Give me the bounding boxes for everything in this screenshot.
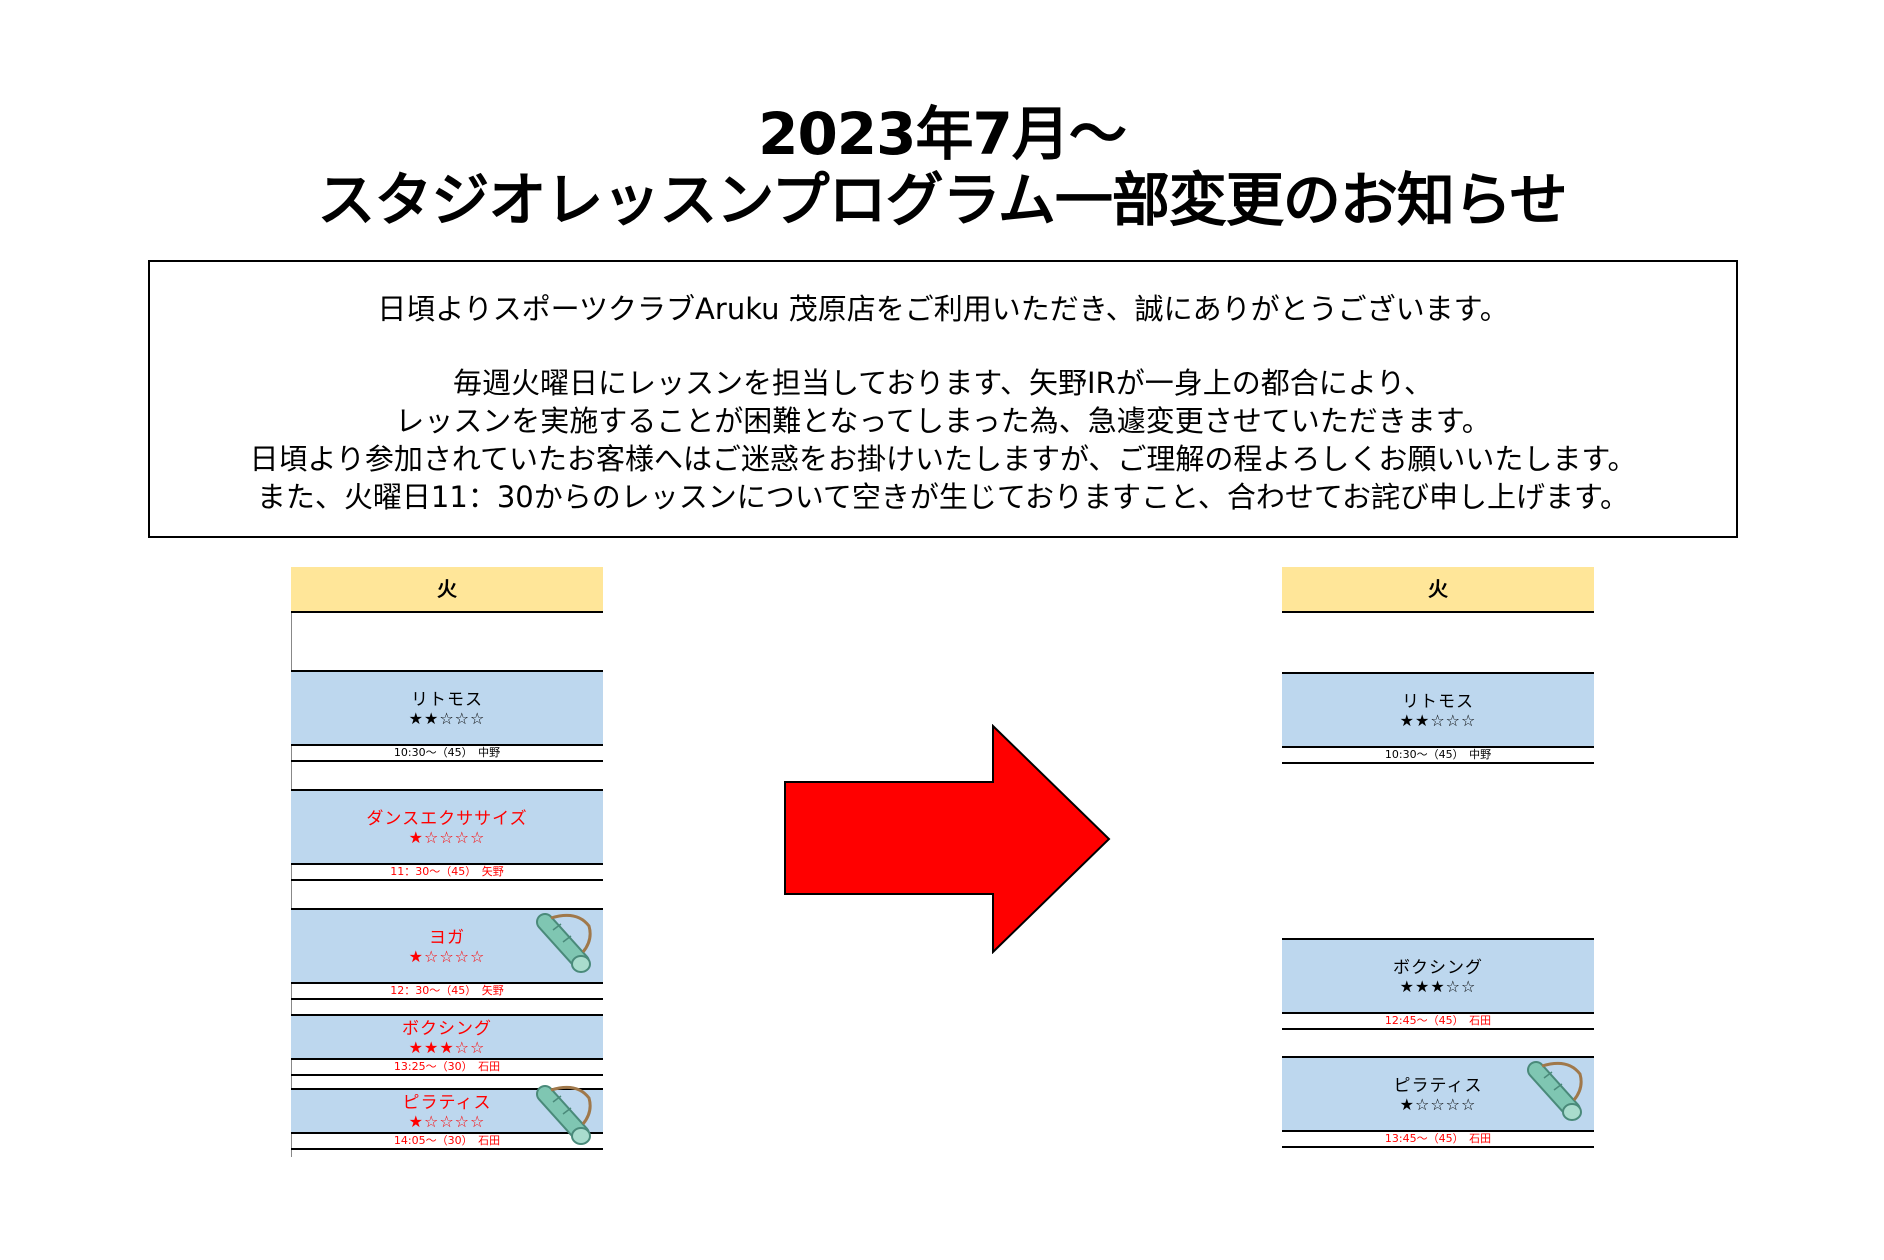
- page-title-date: 2023年7月～: [758, 100, 1127, 168]
- lesson-difficulty: ★★★☆☆: [1399, 977, 1477, 996]
- notice-line: 日頃より参加されていたお客様へはご迷惑をお掛けいたしますが、ご理解の程よろしくお…: [249, 442, 1637, 476]
- yoga-mat-icon: [536, 1085, 592, 1145]
- lesson-name: ピラティス: [402, 1093, 492, 1113]
- lesson-difficulty: ★★☆☆☆: [408, 709, 486, 728]
- lesson-difficulty: ★☆☆☆☆: [408, 1112, 486, 1131]
- right-arrow-icon: [784, 724, 1111, 954]
- lesson-difficulty: ★☆☆☆☆: [408, 947, 486, 966]
- lesson-time-instructor: 11：30～（45） 矢野: [291, 865, 603, 881]
- day-header: 火: [1282, 567, 1594, 613]
- lesson-difficulty: ★☆☆☆☆: [408, 828, 486, 847]
- lesson-name: ボクシング: [402, 1019, 492, 1039]
- notice-box: 日頃よりスポーツクラブAruku 茂原店をご利用いただき、誠にありがとうございま…: [148, 260, 1738, 538]
- lesson-name: ピラティス: [1393, 1076, 1483, 1096]
- schedule-after: 火 リトモス ★★☆☆☆ 10:30～（45） 中野 ボクシング ★★★☆☆ 1…: [1282, 567, 1594, 1148]
- notice-line: また、火曜日11：30からのレッスンについて空きが生じておりますこと、合わせてお…: [256, 480, 1630, 514]
- notice-line: レッスンを実施することが困難となってしまった為、急遽変更させていただきます。: [395, 404, 1491, 438]
- lesson-name: リトモス: [1402, 692, 1474, 712]
- lesson-time-instructor: 12：30～（45） 矢野: [291, 984, 603, 1000]
- lesson-time-instructor: 14:05～（30） 石田: [291, 1134, 603, 1150]
- lesson-time-instructor: 10:30～（45） 中野: [1282, 748, 1594, 764]
- lesson-name: ボクシング: [1393, 958, 1483, 978]
- notice-greeting: 日頃よりスポーツクラブAruku 茂原店をご利用いただき、誠にありがとうございま…: [377, 292, 1509, 326]
- lesson-name: ヨガ: [429, 928, 465, 948]
- lesson-difficulty: ★★★☆☆: [408, 1038, 486, 1057]
- lesson-difficulty: ★☆☆☆☆: [1399, 1095, 1477, 1114]
- page-title: スタジオレッスンプログラム一部変更のお知らせ: [317, 166, 1567, 234]
- lesson-name: リトモス: [411, 690, 483, 710]
- lesson-name: ダンスエクササイズ: [366, 809, 528, 829]
- lesson-time-instructor: 12:45～（45） 石田: [1282, 1014, 1594, 1030]
- lesson-difficulty: ★★☆☆☆: [1399, 711, 1477, 730]
- lesson-time-instructor: 10:30～（45） 中野: [291, 746, 603, 762]
- schedule-before: 火 リトモス ★★☆☆☆ 10:30～（45） 中野 ダンスエクササイズ ★☆☆…: [291, 567, 603, 1157]
- yoga-mat-icon: [536, 913, 592, 973]
- day-header: 火: [291, 567, 603, 613]
- column-border: [291, 613, 292, 1157]
- lesson-time-instructor: 13:25～（30） 石田: [291, 1060, 603, 1076]
- yoga-mat-icon: [1527, 1061, 1583, 1121]
- notice-line: 毎週火曜日にレッスンを担当しております、矢野IRが一身上の都合により、: [453, 366, 1433, 400]
- lesson-time-instructor: 13:45～（45） 石田: [1282, 1132, 1594, 1148]
